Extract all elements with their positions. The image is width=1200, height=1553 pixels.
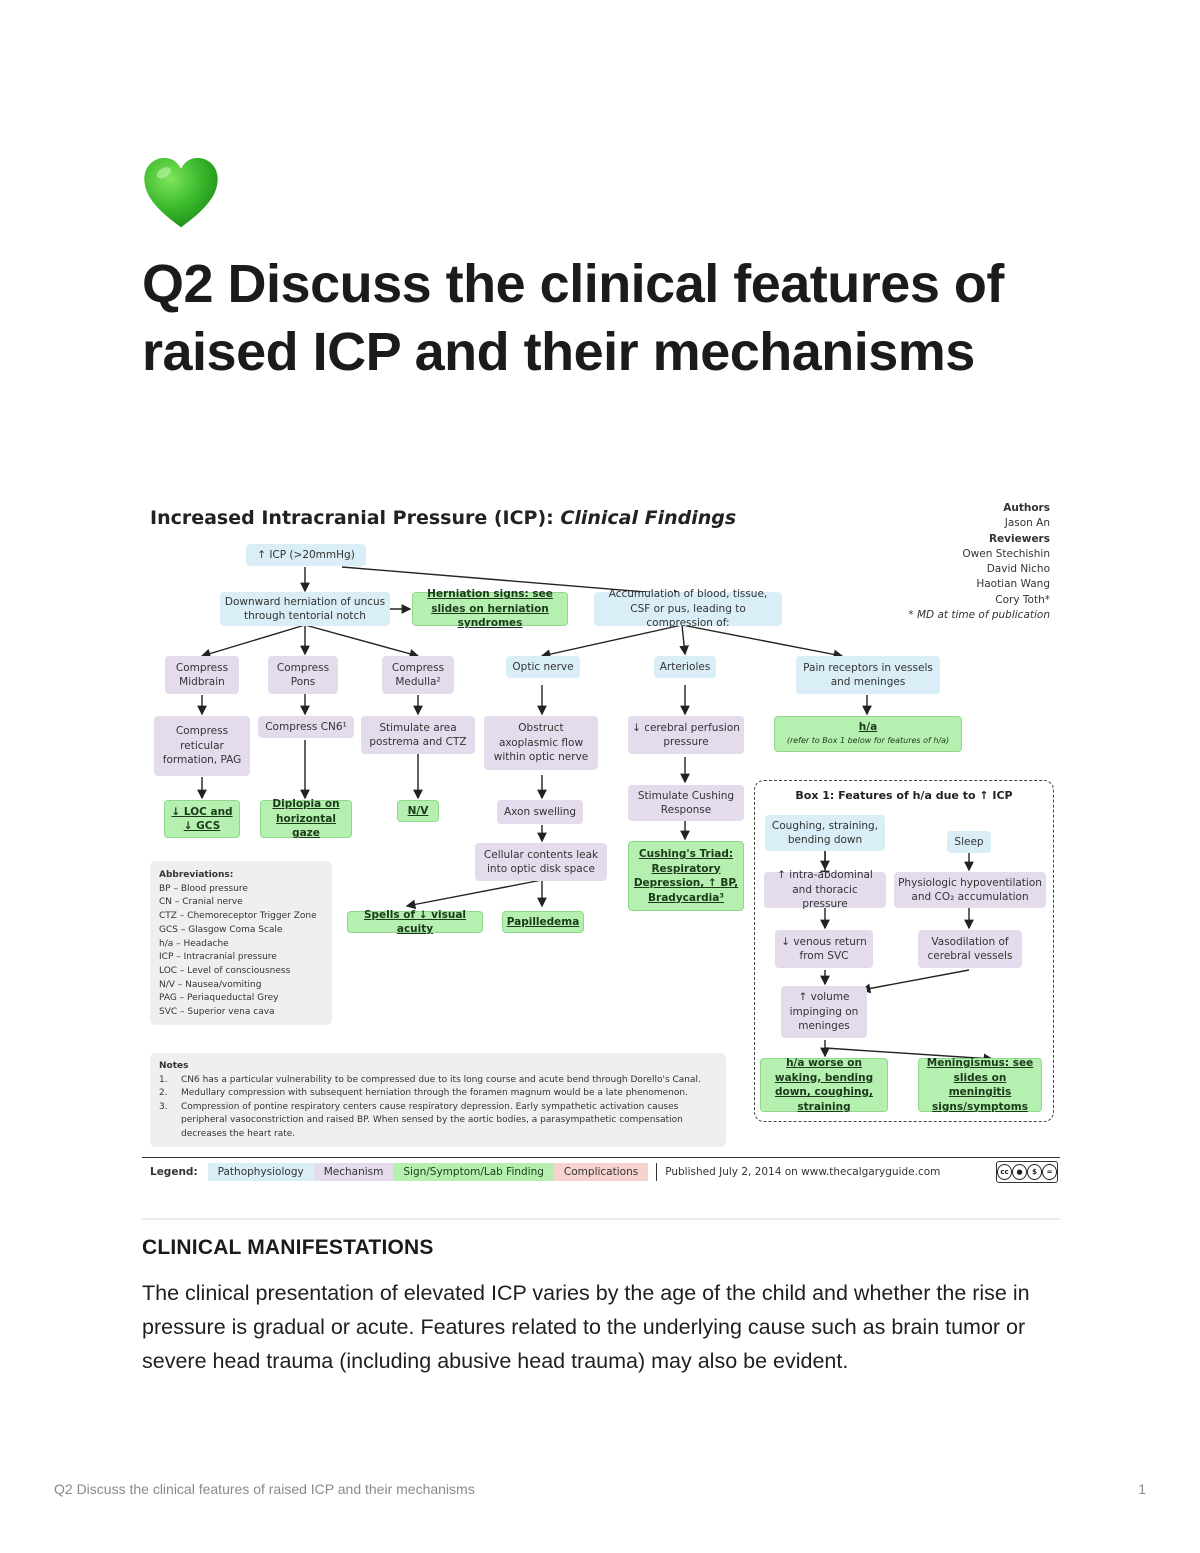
node-ha-worse: h/a worse on waking, bending down, cough… xyxy=(760,1057,888,1113)
node-stimulate-area: Stimulate area postrema and CTZ xyxy=(361,716,475,754)
node-headache-title: h/a xyxy=(858,720,878,733)
node-cushing-triad: Cushing's Triad: Respiratory Depression,… xyxy=(628,841,744,911)
reviewer-name: Haotian Wang xyxy=(976,578,1050,591)
note-item: Medullary compression with subsequent he… xyxy=(181,1088,688,1098)
authors-block: Authors Jason An Reviewers Owen Stechish… xyxy=(850,501,1050,623)
license-by-icon: ● xyxy=(1012,1164,1027,1180)
legend-sign: Sign/Symptom/Lab Finding xyxy=(393,1163,554,1181)
node-pain-receptors: Pain receptors in vessels and meninges xyxy=(796,656,940,694)
reviewer-name: David Nicho xyxy=(986,563,1050,576)
abbreviations-box: Abbreviations: BP – Blood pressure CN – … xyxy=(150,861,332,1025)
license-label: cc xyxy=(997,1164,1012,1180)
legend-label: Legend: xyxy=(150,1166,198,1178)
section-divider xyxy=(142,1218,1060,1220)
abbreviation-item: h/a – Headache xyxy=(159,938,229,949)
abbreviation-item: CN – Cranial nerve xyxy=(159,897,243,908)
page-number: 1 xyxy=(1138,1481,1146,1497)
abbreviation-item: CTZ – Chemoreceptor Trigger Zone xyxy=(159,911,317,922)
node-papilledema: Papilledema xyxy=(502,911,584,933)
node-venous-return: ↓ venous return from SVC xyxy=(775,930,873,968)
green-heart-icon xyxy=(144,157,218,228)
abbreviations-heading: Abbreviations: xyxy=(159,870,234,880)
node-volume-meninges: ↑ volume impinging on meninges xyxy=(781,986,867,1038)
notes-heading: Notes xyxy=(159,1061,189,1071)
abbreviation-item: SVC – Superior vena cava xyxy=(159,1007,275,1018)
author-name: Jason An xyxy=(1004,517,1050,530)
note-number: 2. xyxy=(159,1088,168,1098)
notes-box: Notes 1. CN6 has a particular vulnerabili… xyxy=(150,1053,726,1147)
node-axon-swelling: Axon swelling xyxy=(497,800,583,824)
node-stimulate-cushing: Stimulate Cushing Response xyxy=(628,785,744,821)
reviewers-label: Reviewers xyxy=(988,532,1050,545)
node-vasodilation: Vasodilation of cerebral vessels xyxy=(918,930,1022,968)
node-arterioles: Arterioles xyxy=(654,656,716,678)
legend-complications: Complications xyxy=(553,1163,649,1181)
reviewer-name: Cory Toth* xyxy=(995,593,1050,606)
license-nc-icon: $ xyxy=(1027,1164,1042,1180)
node-compress-cn6: Compress CN6¹ xyxy=(258,716,354,738)
node-optic-nerve: Optic nerve xyxy=(506,656,580,678)
node-compress-medulla: Compress Medulla² xyxy=(382,656,454,694)
node-cushing-title: Cushing's Triad: xyxy=(638,848,734,860)
legend-separator xyxy=(656,1163,658,1181)
node-herniation-signs: Herniation signs: see slides on herniati… xyxy=(412,588,568,629)
section-heading: CLINICAL MANIFESTATIONS xyxy=(142,1236,434,1259)
reviewer-name: Owen Stechishin xyxy=(962,547,1050,560)
abbreviation-item: PAG – Periaqueductal Grey xyxy=(159,993,279,1004)
abbreviation-item: LOC – Level of consciousness xyxy=(159,965,291,976)
node-compress-midbrain: Compress Midbrain xyxy=(165,656,239,694)
node-coughing: Coughing, straining, bending down xyxy=(765,815,885,851)
node-headache-note: (refer to Box 1 below for features of h/… xyxy=(786,736,950,745)
box1-title: Box 1: Features of h/a due to ↑ ICP xyxy=(795,789,1013,802)
box1-frame xyxy=(754,780,1054,1122)
body-paragraph: The clinical presentation of elevated IC… xyxy=(142,1281,1030,1373)
node-visual-acuity: Spells of ↓ visual acuity xyxy=(347,909,483,935)
abbreviation-item: BP – Blood pressure xyxy=(159,883,248,894)
figure-title: Increased Intracranial Pressure (ICP): C… xyxy=(150,507,737,529)
node-loc-gcs: ↓ LOC and ↓ GCS xyxy=(164,800,240,838)
abbreviation-item: ICP – Intracranial pressure xyxy=(159,952,277,963)
node-sleep: Sleep xyxy=(947,831,991,853)
legend-published: Published July 2, 2014 on www.thecalgary… xyxy=(665,1166,941,1178)
node-cellular-leak: Cellular contents leak into optic disk s… xyxy=(475,843,607,881)
node-diplopia: Diplopia on horizontal gaze xyxy=(260,798,352,839)
node-nausea-vomiting: N/V xyxy=(397,800,439,822)
note-number: 1. xyxy=(159,1074,168,1085)
node-meningismus: Meningismus: see slides on meningitis si… xyxy=(918,1057,1042,1113)
node-obstruct-axoplasmic: Obstruct axoplasmic flow within optic ne… xyxy=(484,716,598,770)
node-downward-herniation: Downward herniation of uncus through ten… xyxy=(220,592,390,626)
abbreviation-item: N/V – Nausea/vomiting xyxy=(159,979,262,990)
node-cushing-body: Respiratory Depression, ↑ BP, Bradycardi… xyxy=(633,862,739,904)
authors-footnote: * MD at time of publication xyxy=(908,609,1050,622)
node-hypoventilation: Physiologic hypoventilation and CO₂ accu… xyxy=(894,872,1046,908)
note-item: CN6 has a particular vulnerability to be… xyxy=(181,1074,701,1085)
footer-title: Q2 Discuss the clinical features of rais… xyxy=(54,1481,475,1497)
node-cerebral-perfusion: ↓ cerebral perfusion pressure xyxy=(628,716,744,754)
note-item: Compression of pontine respiratory cente… xyxy=(181,1101,683,1139)
page-title: Q2 Discuss the clinical features of rais… xyxy=(142,254,1004,382)
legend-mechanism: Mechanism xyxy=(313,1163,394,1181)
node-compress-reticular: Compress reticular formation, PAG xyxy=(154,716,250,776)
abbreviation-item: GCS – Glasgow Coma Scale xyxy=(159,924,283,935)
legend-pathophysiology: Pathophysiology xyxy=(207,1163,314,1181)
legend-divider xyxy=(142,1157,1060,1158)
creative-commons-badge: cc ● $ = xyxy=(996,1161,1058,1183)
node-headache: h/a (refer to Box 1 below for features o… xyxy=(774,716,962,752)
flow-connectors xyxy=(197,566,994,1064)
authors-label: Authors xyxy=(1003,502,1050,514)
license-nd-icon: = xyxy=(1042,1164,1057,1180)
legend-bar: Legend: Pathophysiology Mechanism Sign/S… xyxy=(142,1161,940,1183)
note-number: 3. xyxy=(159,1101,168,1112)
node-icp: ↑ ICP (>20mmHg) xyxy=(246,544,366,566)
node-accumulation: Accumulation of blood, tissue, CSF or pu… xyxy=(594,588,782,629)
node-compress-pons: Compress Pons xyxy=(268,656,338,694)
node-intra-abdominal: ↑ intra-abdominal and thoracic pressure xyxy=(764,869,886,910)
icp-infographic: Increased Intracranial Pressure (ICP): C… xyxy=(142,495,1060,1190)
